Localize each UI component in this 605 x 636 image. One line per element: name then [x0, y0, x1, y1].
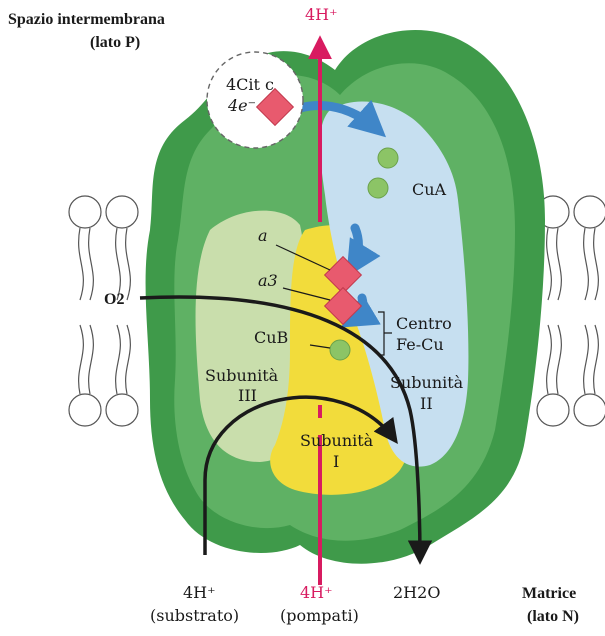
o2-label: O2 — [104, 291, 124, 308]
cu-a-sphere-2 — [368, 178, 388, 198]
membrane-right — [537, 196, 605, 426]
cua-label: CuA — [412, 180, 447, 199]
proton-pumped-label-line2: (pompati) — [280, 606, 359, 625]
cu-a-sphere-1 — [378, 148, 398, 168]
matrix-label-line1: Matrice — [522, 585, 576, 602]
subunit-iii-label-line1: Subunità — [205, 366, 279, 385]
subunit-ii-label-line2: II — [420, 394, 433, 413]
proton-substrate-label-line1: 4H⁺ — [183, 583, 216, 602]
membrane-left — [69, 196, 138, 426]
center-label-line2: Fe-Cu — [396, 335, 444, 354]
cu-b-sphere — [330, 340, 350, 360]
subunit-i-label-line2: I — [333, 452, 339, 471]
cytc-label-line2: 4e⁻ — [227, 96, 256, 115]
proton-top-label: 4H⁺ — [305, 5, 338, 24]
cub-label: CuB — [254, 328, 288, 347]
ims-label-line2: (lato P) — [90, 34, 140, 51]
cytc-label-line1: 4Cit c — [226, 75, 274, 94]
subunit-ii-label-line1: Subunità — [390, 373, 464, 392]
proton-pumped-label-line1: 4H⁺ — [300, 583, 333, 602]
subunit-iii-label-line2: III — [238, 386, 257, 405]
heme-a-label: a — [258, 226, 268, 245]
ims-label-line1: Spazio intermembrana — [8, 11, 165, 28]
water-label: 2H2O — [393, 583, 440, 602]
proton-substrate-label-line2: (substrato) — [150, 606, 239, 625]
subunit-i-label-line1: Subunità — [300, 431, 374, 450]
center-label-line1: Centro — [396, 314, 452, 333]
matrix-label-line2: (lato N) — [527, 608, 579, 625]
heme-a3-label: a3 — [258, 271, 278, 290]
